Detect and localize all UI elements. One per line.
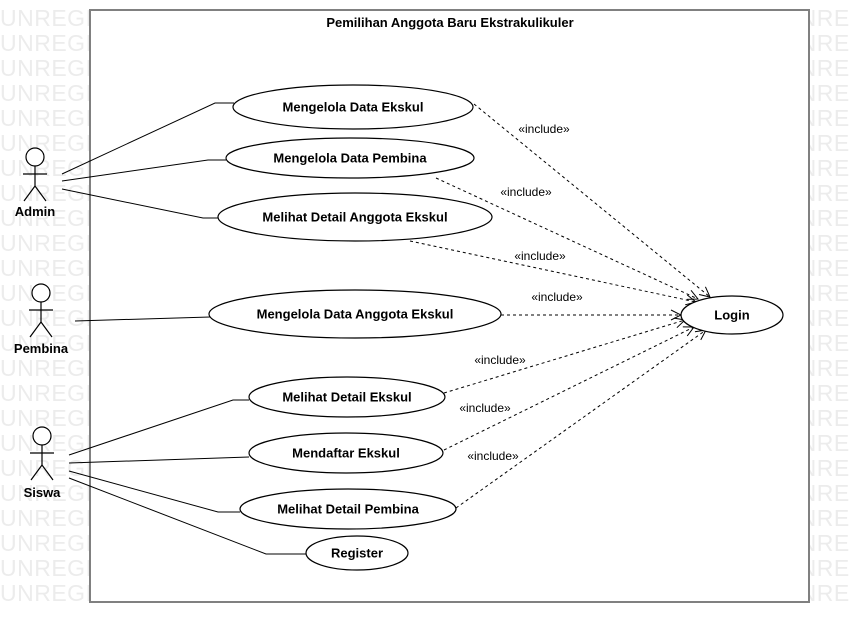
use-case-uc7: Melihat Detail Pembina <box>239 488 457 530</box>
actor-head <box>25 147 45 167</box>
use-case-uc8: Register <box>305 535 409 571</box>
use-case-ellipse <box>248 376 446 418</box>
use-case-ellipse <box>208 289 502 339</box>
actor-label: Pembina <box>14 341 69 356</box>
use-case-uc5: Melihat Detail Ekskul <box>248 376 446 418</box>
use-case-label: Register <box>331 546 383 561</box>
include-label: «include» <box>467 449 519 463</box>
use-case-ellipse <box>232 84 474 130</box>
include-label: «include» <box>518 122 570 136</box>
use-case-label: Mendaftar Ekskul <box>292 446 400 461</box>
use-case-label: Melihat Detail Ekskul <box>282 390 411 405</box>
actor-head <box>31 283 51 303</box>
use-case-ellipse <box>305 535 409 571</box>
use-case-label: Mengelola Data Pembina <box>273 151 427 166</box>
include-label: «include» <box>500 185 552 199</box>
actor-legs <box>29 320 53 338</box>
association-admin-uc3 <box>61 188 218 219</box>
use-case-uc2: Mengelola Data Pembina <box>225 137 475 179</box>
include-dependencies: «include» «include» «include» «include» «inc… <box>409 103 710 509</box>
use-case-ellipse <box>248 432 444 474</box>
actor-siswa: Siswa <box>24 426 62 500</box>
include-arrow-uc2 <box>435 177 698 299</box>
include-label: «include» <box>514 249 566 263</box>
actor-label: Siswa <box>24 485 62 500</box>
association-siswa-uc7 <box>68 470 240 513</box>
use-case-uc4: Mengelola Data Anggota Ekskul <box>208 289 502 339</box>
use-case-ellipse <box>225 137 475 179</box>
use-case-label: Melihat Detail Pembina <box>277 502 419 517</box>
association-siswa-uc6 <box>68 456 250 464</box>
association-siswa-uc8 <box>68 477 306 555</box>
use-case-ellipse <box>239 488 457 530</box>
actor-label: Admin <box>15 204 56 219</box>
association-pembina-uc4 <box>74 316 211 322</box>
include-arrow-uc3 <box>409 240 696 302</box>
actor-admin: Admin <box>15 147 56 219</box>
use-case-label: Mengelola Data Ekskul <box>283 100 424 115</box>
use-case-label: Melihat Detail Anggota Ekskul <box>262 210 447 225</box>
use-case-uc6: Mendaftar Ekskul <box>248 432 444 474</box>
include-arrow-uc6 <box>443 327 694 451</box>
include-arrow-uc1 <box>473 103 710 297</box>
use-case-ellipse <box>217 192 493 242</box>
include-label: «include» <box>474 353 526 367</box>
association-admin-uc1 <box>61 102 234 175</box>
use-case-label: Mengelola Data Anggota Ekskul <box>257 307 454 322</box>
use-case-uc1: Mengelola Data Ekskul <box>232 84 474 130</box>
actor-pembina: Pembina <box>14 283 69 356</box>
use-case-login: Login <box>680 295 784 335</box>
use-case-ellipse <box>680 295 784 335</box>
association-siswa-uc5 <box>68 399 249 456</box>
actor-legs <box>30 463 54 481</box>
actor-head <box>32 426 52 446</box>
system-title: Pemilihan Anggota Baru Ekstrakulikuler <box>326 15 573 30</box>
include-label: «include» <box>531 290 583 304</box>
use-case-label: Login <box>714 308 749 323</box>
use-case-uc3: Melihat Detail Anggota Ekskul <box>217 192 493 242</box>
association-lines <box>61 102 306 555</box>
association-admin-uc2 <box>61 159 226 182</box>
include-label: «include» <box>459 401 511 415</box>
actor-legs <box>23 184 47 202</box>
